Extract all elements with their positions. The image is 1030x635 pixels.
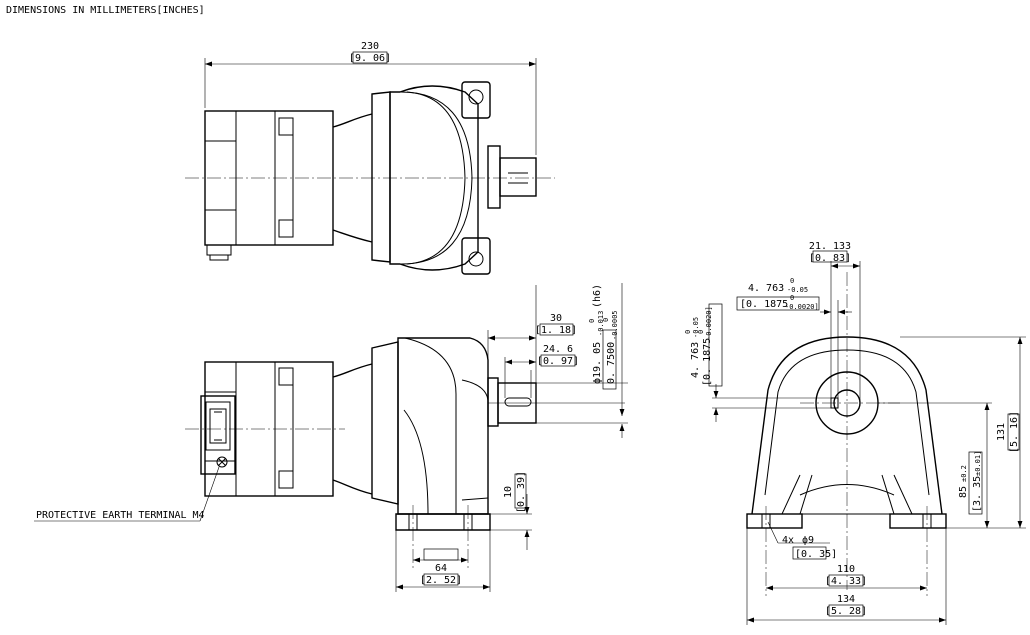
svg-text:85: 85 xyxy=(958,486,969,498)
mount-hole-count: 4x xyxy=(782,535,794,546)
key-length-in: [0. 97] xyxy=(537,356,579,367)
front-foot-right xyxy=(889,513,947,529)
gear-flange xyxy=(371,91,391,263)
svg-text:0: 0 xyxy=(602,318,610,322)
shaft-dia-in-label: 0. 7500 0 -0.0005 xyxy=(602,310,619,384)
foot-thickness-mm: 10 xyxy=(503,486,514,498)
front-foot-left xyxy=(746,513,803,529)
svg-text:4. 763: 4. 763 xyxy=(690,342,701,378)
mount-hole-in: [0. 35] xyxy=(795,549,837,560)
overall-length-in: [9. 06] xyxy=(349,53,391,64)
key-offset-mm: 21. 133 xyxy=(809,241,851,252)
svg-text:-0.05: -0.05 xyxy=(692,317,700,338)
units-note: DIMENSIONS IN MILLIMETERS[INCHES] xyxy=(6,5,205,16)
base-width-in: [5. 28] xyxy=(825,606,867,617)
svg-text:0: 0 xyxy=(790,294,794,302)
svg-text:-0.05: -0.05 xyxy=(787,286,808,294)
top-view: 230 [9. 06] xyxy=(185,41,555,275)
side-foot xyxy=(395,513,491,531)
side-gear-housing xyxy=(397,337,489,515)
key-width-label: 4. 763 0 -0.05 [0. 1875 0 -0.0020] xyxy=(740,277,819,311)
shaft-key xyxy=(504,397,532,407)
earth-terminal-label: PROTECTIVE EARTH TERMINAL M4 xyxy=(36,510,205,521)
key-offset-in: [0. 83] xyxy=(809,253,851,264)
svg-text:0: 0 xyxy=(588,319,596,323)
motor-body xyxy=(204,110,334,246)
svg-text:-0.013: -0.013 xyxy=(597,311,605,336)
foot-width-in: [2. 52] xyxy=(420,575,462,586)
svg-text:4. 763: 4. 763 xyxy=(748,283,784,294)
side-gear-flange xyxy=(371,341,399,505)
svg-text:[0. 1875: [0. 1875 xyxy=(702,338,713,386)
side-output-hub xyxy=(487,377,499,427)
mount-lug-top xyxy=(461,81,491,119)
svg-text:0: 0 xyxy=(684,330,692,334)
shaft-height-in-label: [3. 35 ±0.01] xyxy=(972,451,983,512)
side-output-shaft xyxy=(497,382,537,424)
mount-lug-bottom xyxy=(461,237,491,275)
side-motor-body xyxy=(204,361,334,497)
output-shaft xyxy=(499,157,537,197)
base-width-mm: 134 xyxy=(837,594,855,605)
front-view: 21. 133 [0. 83] 4. 763 0 -0.05 [0. 1875 … xyxy=(684,241,1026,625)
side-view: PROTECTIVE EARTH TERMINAL M4 30 [1. 18] … xyxy=(34,283,628,592)
svg-text:±0.01]: ±0.01] xyxy=(974,451,982,476)
overall-length-mm: 230 xyxy=(361,41,379,52)
shaft-30-mm: 30 xyxy=(550,313,562,324)
front-key xyxy=(830,397,839,409)
front-output-shaft xyxy=(833,389,861,417)
svg-text:±0.2: ±0.2 xyxy=(960,465,968,482)
svg-text:ϕ19. 05: ϕ19. 05 xyxy=(592,342,603,384)
motor-connector xyxy=(206,244,232,256)
side-connector xyxy=(200,395,236,475)
shaft-30-in: [1. 18] xyxy=(535,325,577,336)
svg-text:0: 0 xyxy=(790,277,794,285)
hole-pitch-mm: 110 xyxy=(837,564,855,575)
output-hub xyxy=(487,145,501,209)
foot-thickness-in: [0. 39] xyxy=(516,471,527,513)
foot-width-mm: 64 xyxy=(435,563,447,574)
earth-terminal-icon xyxy=(216,456,228,468)
adapter-neck xyxy=(332,113,373,243)
front-housing-outer xyxy=(751,336,943,515)
shaft-height-mm-label: 85 ±0.2 xyxy=(958,465,969,498)
svg-text:0: 0 xyxy=(697,330,705,334)
overall-height-in: [5. 16] xyxy=(1009,411,1020,453)
svg-text:(h6): (h6) xyxy=(592,284,603,308)
key-length-mm: 24. 6 xyxy=(543,344,573,355)
svg-text:0. 7500: 0. 7500 xyxy=(606,342,617,384)
svg-text:[3. 35: [3. 35 xyxy=(972,476,983,512)
shaft-dia-mm-label: ϕ19. 05 0 -0.013 (h6) xyxy=(588,284,605,384)
hole-pitch-in: [4. 33] xyxy=(825,576,867,587)
svg-text:[0. 1875: [0. 1875 xyxy=(740,299,788,310)
mount-hole-dia: ϕ9 xyxy=(802,535,814,546)
svg-text:-0.0005: -0.0005 xyxy=(611,310,619,340)
svg-text:-0.0020]: -0.0020] xyxy=(785,303,819,311)
overall-height-mm: 131 xyxy=(996,423,1007,441)
